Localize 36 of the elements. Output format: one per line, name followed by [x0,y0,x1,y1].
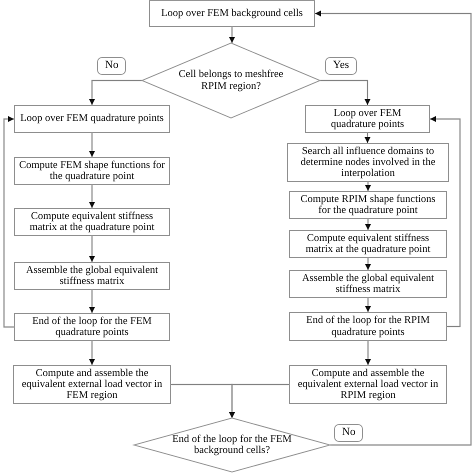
process-box: Search all influence domains to determine nodes involved in the interpolation [287,143,449,182]
edge-label: No [97,57,126,75]
process-box: Loop over FEM quadrature points [14,105,170,133]
arrow [320,80,370,105]
arrow [365,258,371,270]
arrow [365,341,371,365]
arrow [89,133,95,157]
decision-diamond: End of the loop for the FEM background cells? [134,418,330,472]
arrow [365,219,371,230]
arrow [229,384,289,418]
process-box: Compute and assemble the equivalent external load vector in RPIM region [289,365,447,404]
arrow [3,116,14,328]
process-box: Loop over FEM quadrature points [305,105,430,133]
arrow [364,133,370,143]
process-box: End of the loop for the RPIM quadrature points [289,312,447,341]
process-box: Compute equivalent stiffness matrix at the quadrature point [14,208,170,236]
arrow [89,341,95,365]
arrow [315,10,472,446]
arrow [89,290,95,313]
process-box: Compute equivalent stiffness matrix at the quadrature point [289,230,447,258]
arrow [365,298,371,312]
edge-label: Yes [325,57,358,75]
process-box: Compute FEM shape functions for the quadrature point [14,157,170,185]
arrow [365,182,371,191]
arrow [89,80,142,105]
process-box: End of the loop for the FEM quadrature points [14,313,170,341]
process-box: Compute RPIM shape functions for the quadrature point [289,191,447,219]
arrow [89,185,95,208]
arrow [430,116,461,328]
process-box: Compute and assemble the equivalent external load vector in FEM region [13,365,171,404]
arrow [229,27,235,43]
arrow [89,236,95,262]
edge-label: No [334,424,364,442]
process-box: Assemble the global equivalent stiffness matrix [14,262,170,290]
process-box: Assemble the global equivalent stiffness matrix [289,270,447,298]
process-box: Loop over FEM background cells [149,0,315,27]
